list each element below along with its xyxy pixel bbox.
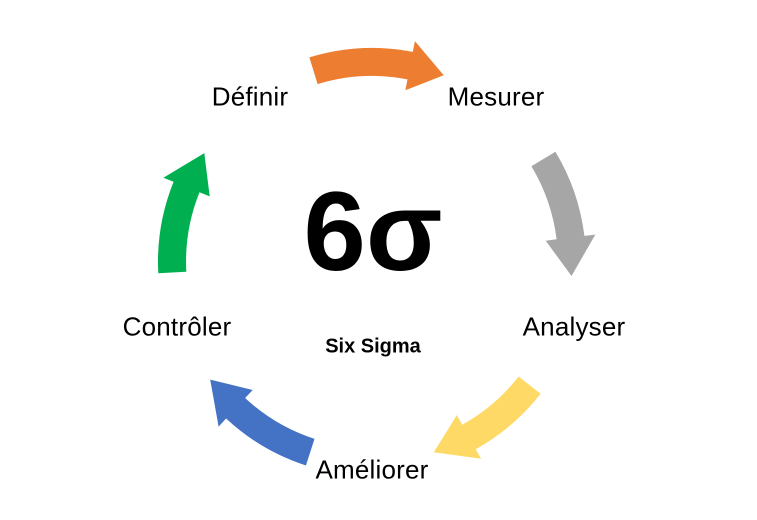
arrow-definir-to-mesurer [309,41,444,91]
step-label-mesurer: Mesurer [447,81,545,112]
six-sigma-symbol: 6σ [303,169,443,294]
arrow-analyser-to-ameliorer [433,376,541,459]
arrow-controler-to-definir [158,153,210,274]
arrow-mesurer-to-analyser [531,151,596,276]
arrow-ameliorer-to-controler [210,379,315,466]
step-label-controler: Contrôler [122,311,232,342]
step-label-analyser: Analyser [522,311,626,342]
step-label-ameliorer: Améliorer [315,454,429,485]
six-sigma-caption: Six Sigma [325,335,421,358]
step-label-definir: Définir [211,81,289,112]
